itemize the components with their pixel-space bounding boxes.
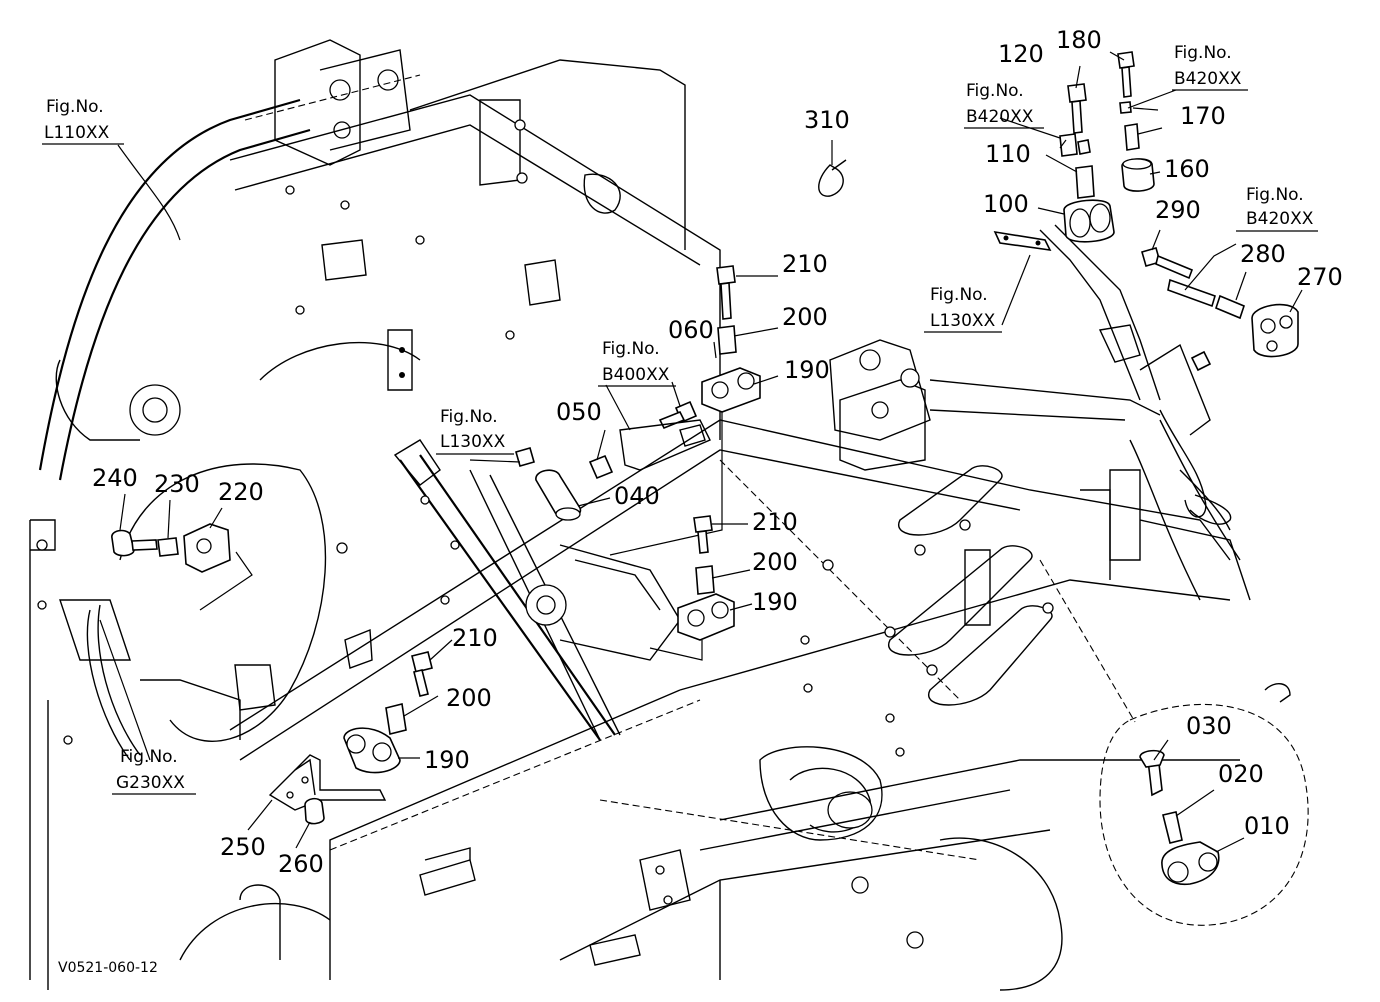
fig-ref-b400: Fig.No. B400XX (598, 339, 676, 387)
part-label: 260 (278, 850, 324, 878)
part-label: 280 (1240, 240, 1286, 268)
fig-ref-b420-right: Fig.No. B420XX (1236, 185, 1318, 232)
part-label: 200 (752, 548, 798, 576)
svg-text:Fig.No.: Fig.No. (966, 81, 1024, 101)
svg-text:L130XX: L130XX (440, 432, 506, 452)
svg-text:Fig.No.: Fig.No. (1246, 185, 1304, 205)
svg-text:B420XX: B420XX (1246, 209, 1314, 229)
fig-ref-b420-top: Fig.No. B420XX (1172, 43, 1248, 91)
figure-references: Fig.No. L110XX Fig.No. B420XX Fig.No. B4… (42, 43, 1318, 795)
fig-ref-l130-right: Fig.No. L130XX (924, 285, 1002, 333)
part-label: 160 (1164, 155, 1210, 183)
part-label: 050 (556, 398, 602, 426)
part-label: 110 (985, 140, 1031, 168)
svg-text:G230XX: G230XX (116, 773, 185, 793)
leader-lines (99, 51, 1303, 853)
part-label: 010 (1244, 812, 1290, 840)
part-label: 170 (1180, 102, 1226, 130)
part-label: 290 (1155, 196, 1201, 224)
clamp-detail-view (1039, 559, 1309, 926)
fig-ref-l130-center: Fig.No. L130XX (436, 407, 514, 455)
svg-text:Fig.No.: Fig.No. (440, 407, 498, 427)
part-label: 250 (220, 833, 266, 861)
part-label: 190 (752, 588, 798, 616)
part-label: 020 (1218, 760, 1264, 788)
part-label: 120 (998, 40, 1044, 68)
part-label: 190 (784, 356, 830, 384)
svg-text:Fig.No.: Fig.No. (120, 747, 178, 767)
part-label: 270 (1297, 263, 1343, 291)
part-label: 200 (782, 303, 828, 331)
part-label: 230 (154, 470, 200, 498)
svg-text:Fig.No.: Fig.No. (930, 285, 988, 305)
part-label: 210 (752, 508, 798, 536)
part-label: 190 (424, 746, 470, 774)
part-label: 220 (218, 478, 264, 506)
part-number-labels: 310 120 180 170 110 160 100 290 280 270 … (92, 26, 1343, 878)
drawing-code: V0521-060-12 (58, 960, 158, 976)
fig-ref-l110: Fig.No. L110XX (42, 97, 124, 145)
part-label: 200 (446, 684, 492, 712)
part-label: 040 (614, 482, 660, 510)
part-label: 180 (1056, 26, 1102, 54)
part-label: 310 (804, 106, 850, 134)
part-shapes (111, 51, 1299, 825)
part-label: 210 (782, 250, 828, 278)
fig-ref-g230: Fig.No. G230XX (112, 747, 196, 795)
svg-text:B420XX: B420XX (966, 107, 1034, 127)
part-label: 240 (92, 464, 138, 492)
svg-text:Fig.No.: Fig.No. (602, 339, 660, 359)
svg-text:Fig.No.: Fig.No. (1174, 43, 1232, 63)
part-label: 030 (1186, 712, 1232, 740)
svg-text:L110XX: L110XX (44, 123, 110, 143)
svg-text:B420XX: B420XX (1174, 69, 1242, 89)
part-label: 210 (452, 624, 498, 652)
part-label: 060 (668, 316, 714, 344)
part-label: 100 (983, 190, 1029, 218)
fig-ref-b420-left: Fig.No. B420XX (964, 81, 1044, 129)
svg-text:B400XX: B400XX (602, 365, 670, 385)
svg-text:Fig.No.: Fig.No. (46, 97, 104, 117)
machine-frame-drawing (29, 39, 1251, 991)
svg-text:L130XX: L130XX (930, 311, 996, 331)
